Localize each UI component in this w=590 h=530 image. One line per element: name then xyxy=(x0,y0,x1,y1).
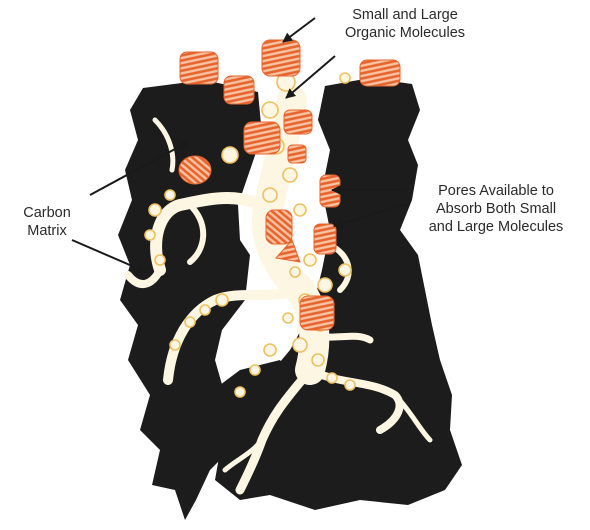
label-line: Carbon xyxy=(2,204,92,222)
small-molecule xyxy=(293,338,307,352)
small-molecule xyxy=(327,373,337,383)
small-molecule xyxy=(264,344,276,356)
large-molecule xyxy=(360,60,400,86)
large-molecule xyxy=(180,52,218,84)
label-pores: Pores Available to Absorb Both Small and… xyxy=(404,182,588,236)
small-molecule xyxy=(340,73,350,83)
label-line: Small and Large xyxy=(300,6,510,24)
large-molecule xyxy=(284,110,312,134)
label-line: Matrix xyxy=(2,222,92,240)
small-molecule xyxy=(155,255,165,265)
large-molecule xyxy=(224,76,254,104)
small-molecule xyxy=(339,264,351,276)
small-molecule xyxy=(283,313,293,323)
small-molecule xyxy=(165,190,175,200)
small-molecule xyxy=(149,204,161,216)
small-molecule xyxy=(304,254,316,266)
small-molecule xyxy=(345,380,355,390)
small-molecule xyxy=(318,278,332,292)
large-molecule xyxy=(244,122,280,154)
large-molecule xyxy=(314,224,336,254)
small-molecule xyxy=(283,168,297,182)
small-molecule xyxy=(294,204,306,216)
small-molecule xyxy=(170,340,180,350)
label-line: Organic Molecules xyxy=(300,24,510,42)
small-molecule xyxy=(145,230,155,240)
label-line: and Large Molecules xyxy=(404,218,588,236)
large-molecule xyxy=(266,210,292,244)
small-molecule xyxy=(200,305,210,315)
small-molecule xyxy=(262,102,278,118)
small-molecule xyxy=(312,354,324,366)
large-molecule xyxy=(179,156,211,184)
large-molecule xyxy=(288,145,306,163)
small-molecule xyxy=(222,147,238,163)
large-molecule xyxy=(300,296,334,330)
large-molecule xyxy=(262,40,300,76)
small-molecule xyxy=(290,267,300,277)
label-line: Pores Available to xyxy=(404,182,588,200)
small-molecule xyxy=(235,387,245,397)
small-molecule xyxy=(263,188,277,202)
label-carbon-matrix: Carbon Matrix xyxy=(2,204,92,240)
label-organic-molecules: Small and Large Organic Molecules xyxy=(300,6,510,42)
small-molecule xyxy=(185,317,195,327)
small-molecule xyxy=(216,294,228,306)
label-line: Absorb Both Small xyxy=(404,200,588,218)
small-molecule xyxy=(250,365,260,375)
